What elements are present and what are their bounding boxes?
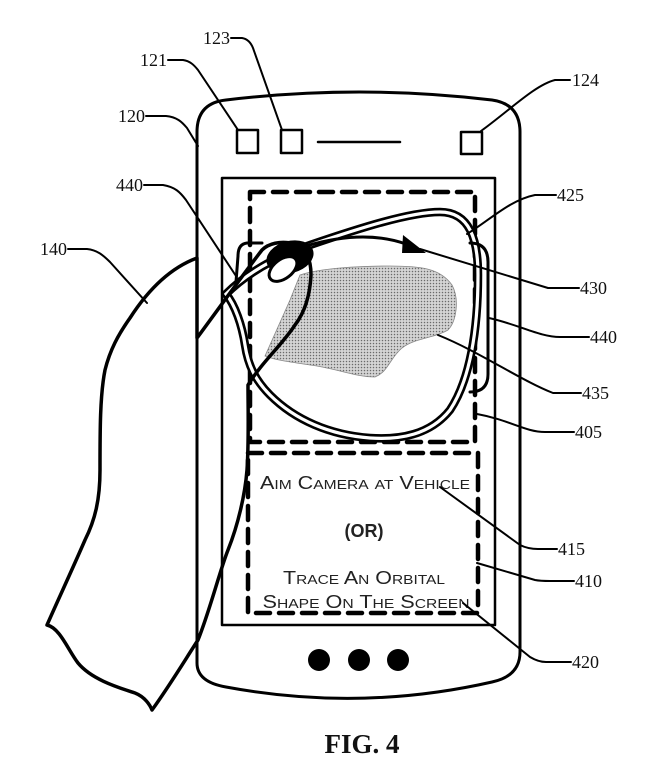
leader-120 [145, 115, 199, 147]
button-123-icon [279, 128, 304, 155]
ref-label-120: 120 [118, 106, 145, 126]
leader-410 [476, 562, 575, 582]
leader-123 [230, 37, 283, 131]
ref-label-440-left: 440 [116, 175, 143, 195]
user-hand-140 [45, 240, 313, 712]
leader-121 [167, 59, 239, 131]
ref-label-435: 435 [582, 383, 609, 403]
leader-440-left [143, 184, 237, 277]
leader-420 [462, 602, 572, 663]
home-dot-icon [387, 649, 409, 671]
figure-caption: FIG. 4 [324, 729, 399, 759]
instruction-region-410 [245, 450, 481, 616]
home-dot-icon [308, 649, 330, 671]
vehicle-object-435 [264, 265, 457, 378]
phone-screen [220, 176, 497, 627]
ref-label-124: 124 [572, 70, 599, 90]
prompt-aim-camera: Aim Camera at Vehicle [260, 473, 470, 493]
leader-425 [466, 194, 557, 235]
leader-430 [419, 248, 580, 289]
prompt-or-separator: (OR) [345, 521, 384, 541]
ref-label-140: 140 [40, 239, 67, 259]
prompt-trace-orbital-line1: Trace An Orbital [283, 568, 445, 588]
bracket-440-left [234, 241, 264, 284]
leader-405 [476, 413, 575, 433]
phone-body [195, 90, 522, 700]
ref-label-415: 415 [558, 539, 585, 559]
ref-label-123: 123 [203, 28, 230, 48]
leader-415 [439, 486, 558, 550]
ref-label-440-right: 440 [590, 327, 617, 347]
ref-label-425: 425 [557, 185, 584, 205]
thumbnail-icon [267, 255, 299, 283]
orbital-trace-425 [221, 207, 483, 443]
leader-435 [437, 334, 582, 394]
ref-label-405: 405 [575, 422, 602, 442]
leader-440-right [488, 317, 590, 338]
thumb-tip [266, 240, 314, 283]
leader-124 [480, 79, 571, 132]
leader-140 [67, 248, 148, 304]
ref-label-121: 121 [140, 50, 167, 70]
ref-label-420: 420 [572, 652, 599, 672]
home-dot-icon [348, 649, 370, 671]
button-121-icon [235, 128, 260, 155]
button-124-icon [459, 130, 484, 156]
prompt-trace-orbital-line2: Shape On The Screen [263, 592, 470, 612]
leader-lines [67, 37, 590, 663]
ref-label-430: 430 [580, 278, 607, 298]
ref-label-410: 410 [575, 571, 602, 591]
